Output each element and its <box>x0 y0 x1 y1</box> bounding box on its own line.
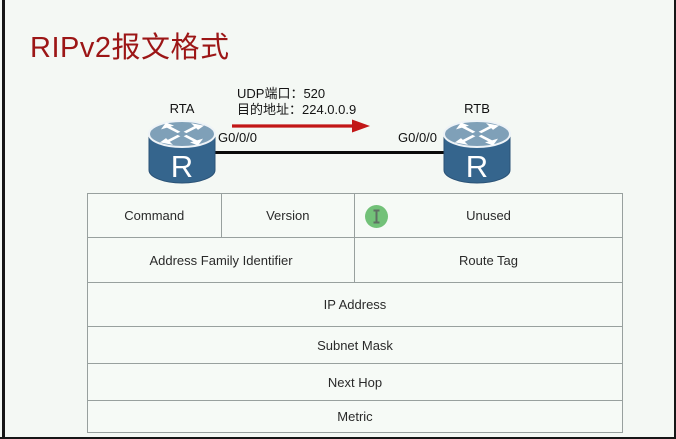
field-next-hop: Next Hop <box>327 374 383 390</box>
page-title: RIPv2报文格式 <box>30 32 230 64</box>
packet-annotation-dest-address: 目的地址：224.0.0.9 <box>237 102 357 117</box>
field-route-tag: Route Tag <box>458 252 519 268</box>
text-cursor-icon[interactable] <box>365 205 388 228</box>
table-row: Command Version Unused <box>88 194 622 238</box>
packet-annotation: UDP端口：520 目的地址：224.0.0.9 <box>237 86 356 118</box>
packet-format-table: Command Version Unused Address Family Id… <box>87 193 623 433</box>
router-a-letter: R <box>171 149 193 184</box>
router-b-label: RTB <box>464 101 490 116</box>
table-row: Subnet Mask <box>88 327 622 364</box>
field-ip-address: IP Address <box>323 297 387 312</box>
send-direction-arrow-icon <box>232 119 370 133</box>
table-row: Address Family Identifier Route Tag <box>88 238 622 283</box>
table-row: Next Hop <box>88 364 622 401</box>
router-rta-icon: R <box>148 120 216 184</box>
packet-annotation-udp-port: UDP端口：520 <box>237 86 326 101</box>
interface-label-rta: G0/0/0 <box>218 130 258 145</box>
field-metric: Metric <box>337 409 373 424</box>
interface-label-rtb: G0/0/0 <box>398 130 438 145</box>
router-a-label: RTA <box>169 101 195 116</box>
router-rtb-icon: R <box>443 120 511 184</box>
frame-edge-bottom <box>0 437 676 439</box>
field-unused: Unused <box>466 208 511 223</box>
router-b-letter: R <box>466 149 488 184</box>
frame-edge-left <box>2 0 5 439</box>
table-row: Metric <box>88 401 622 433</box>
link-line <box>214 151 445 154</box>
field-command: Command <box>88 194 222 237</box>
table-row: IP Address <box>88 283 622 327</box>
frame-edge-right <box>674 0 676 439</box>
field-address-family-identifier: Address Family Identifier <box>88 238 355 282</box>
field-subnet-mask: Subnet Mask <box>317 337 393 353</box>
field-version: Version <box>222 194 355 237</box>
